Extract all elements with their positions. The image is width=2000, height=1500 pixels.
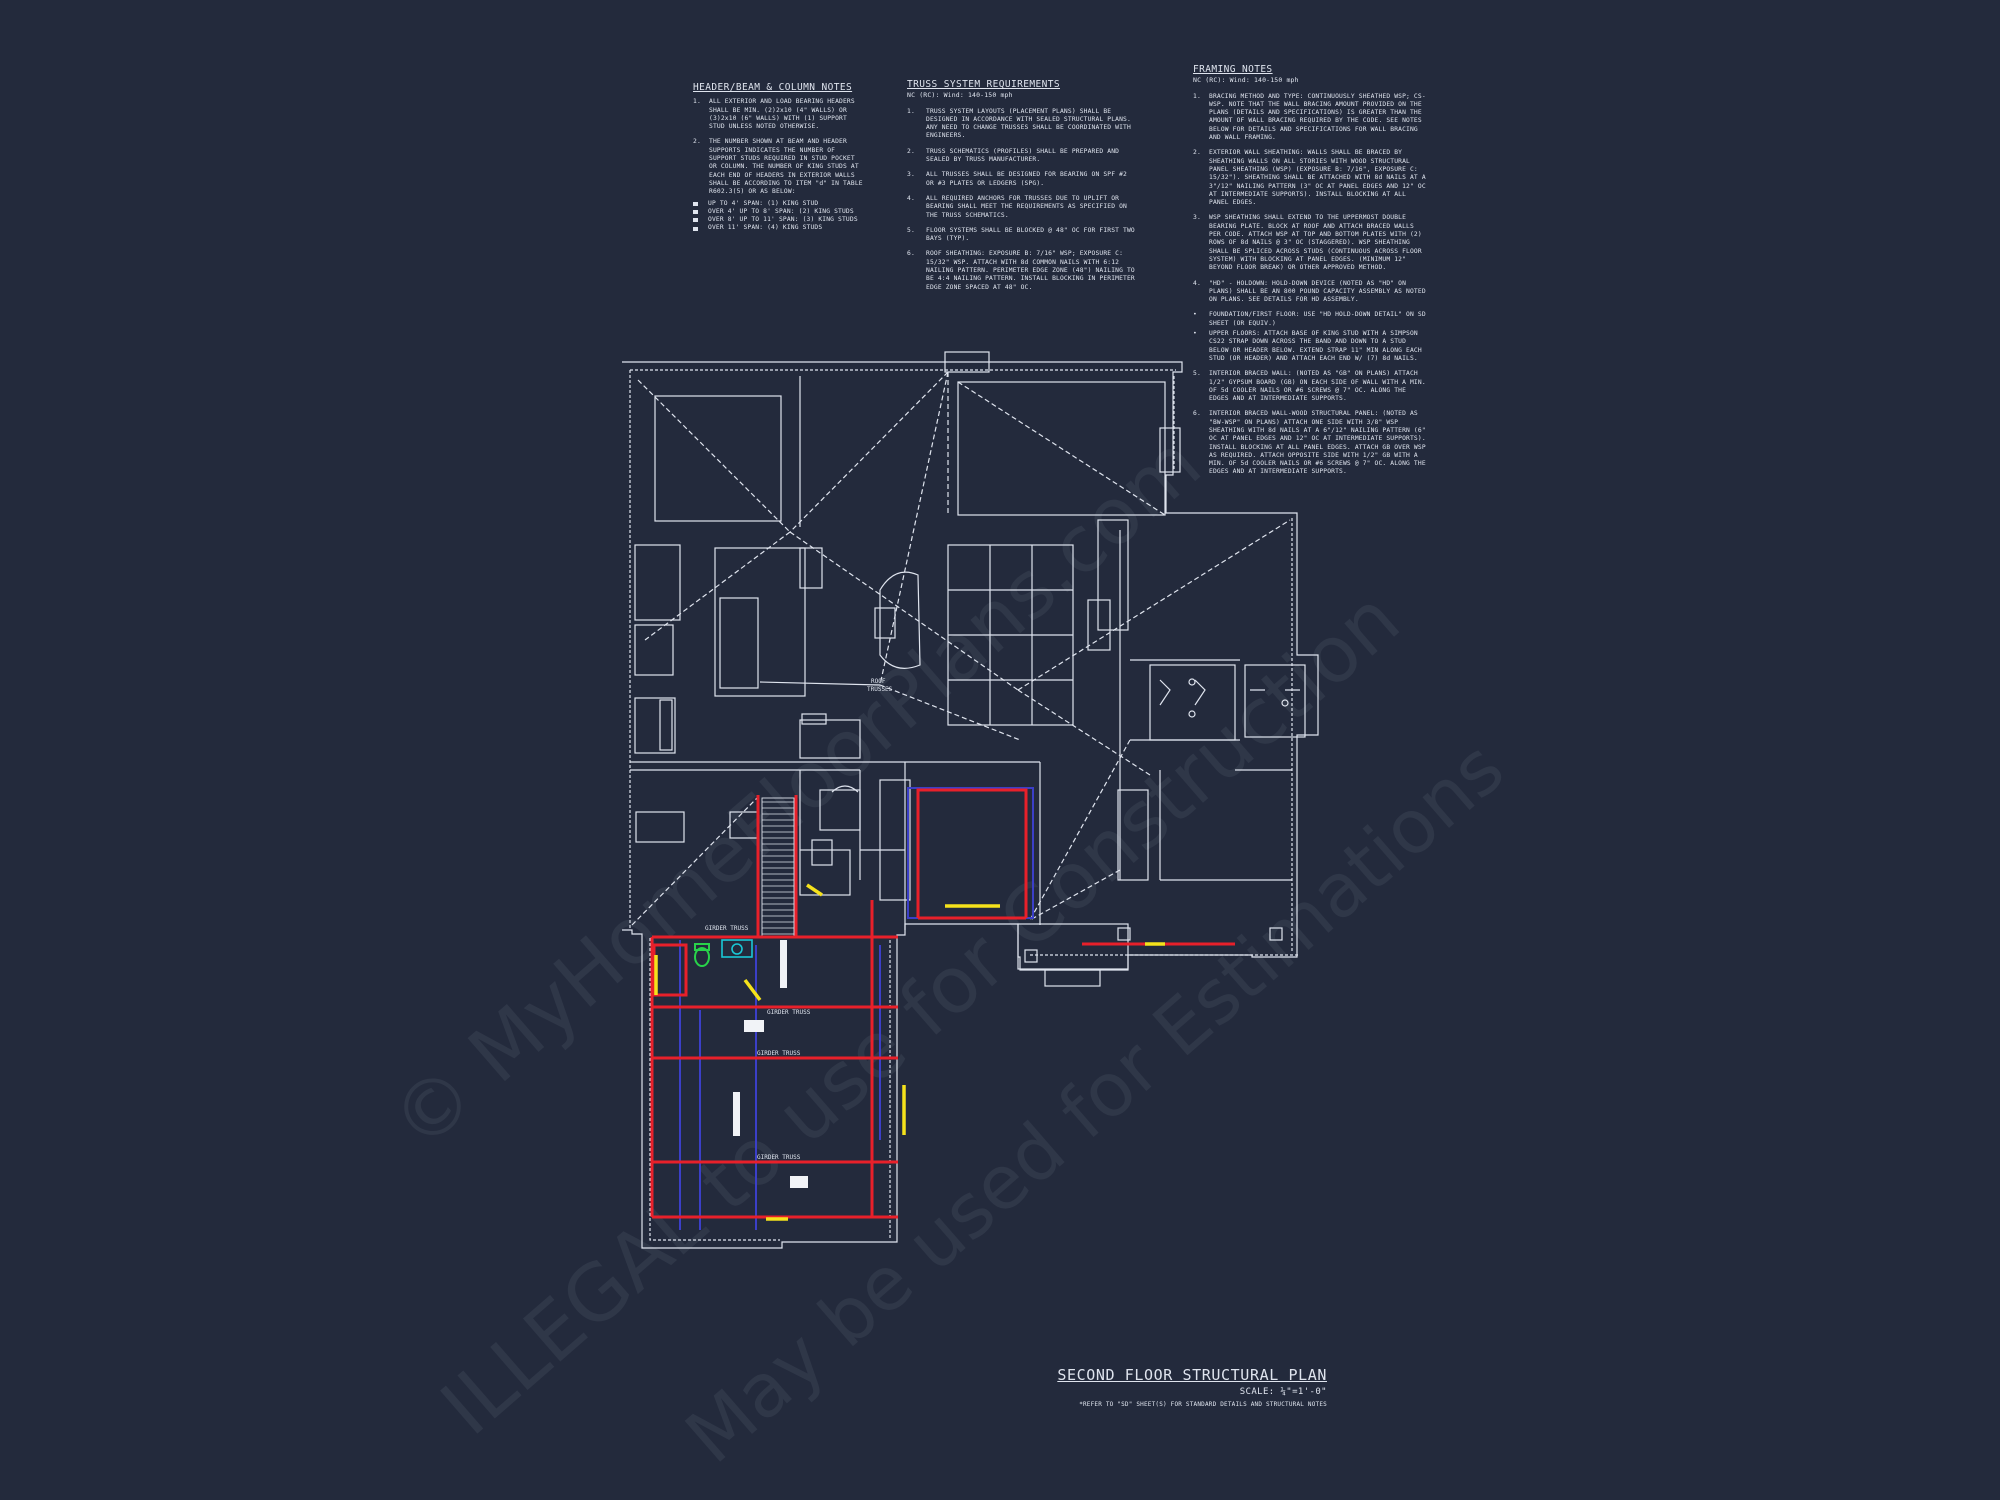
post-marker xyxy=(790,1176,808,1188)
framing-note: 5.INTERIOR BRACED WALL: (NOTED AS "GB" O… xyxy=(1193,370,1426,403)
chimney xyxy=(944,351,990,373)
framing-notes-title: FRAMING NOTES xyxy=(1193,64,1273,75)
framing-note: 6.INTERIOR BRACED WALL-WOOD STRUCTURAL P… xyxy=(1193,410,1426,476)
header-beam-note: 1.ALL EXTERIOR AND LOAD BEARING HEADERS … xyxy=(693,98,855,131)
plan-reference-note: *REFER TO "SD" SHEET(S) FOR STANDARD DET… xyxy=(1079,1401,1327,1408)
truss-notes: TRUSS SYSTEM REQUIREMENTS NC (RC): Wind:… xyxy=(907,79,1137,299)
roof-trusses-label: TRUSSES xyxy=(867,686,893,693)
king-stud-list: UP TO 4' SPAN: (1) KING STUD OVER 4' UP … xyxy=(693,200,863,233)
truss-note: 2.TRUSS SCHEMATICS (PROFILES) SHALL BE P… xyxy=(907,147,1120,164)
truss-note: 1.TRUSS SYSTEM LAYOUTS (PLACEMENT PLANS)… xyxy=(907,107,1131,140)
red-beam-frame xyxy=(916,788,1028,918)
truss-notes-title: TRUSS SYSTEM REQUIREMENTS xyxy=(907,79,1060,90)
framing-note: 2.EXTERIOR WALL SHEATHING: WALLS SHALL B… xyxy=(1193,149,1426,207)
truss-notes-subtitle: NC (RC): Wind: 140-150 mph xyxy=(907,91,1013,100)
truss-note: 6.ROOF SHEATHING: EXPOSURE B: 7/16" WSP;… xyxy=(907,250,1135,291)
framing-note: •UPPER FLOORS: ATTACH BASE OF KING STUD … xyxy=(1193,330,1422,362)
truss-note: 3.ALL TRUSSES SHALL BE DESIGNED FOR BEAR… xyxy=(907,171,1127,187)
plan-scale: SCALE: ¼"=1'-0" xyxy=(1239,1387,1327,1397)
king-stud-item: OVER 11' SPAN: (4) KING STUDS xyxy=(693,224,863,232)
post-marker xyxy=(744,1020,764,1032)
framing-note: 4."HD" - HOLDOWN: HOLD-DOWN DEVICE (NOTE… xyxy=(1193,279,1426,304)
framing-notes: FRAMING NOTES NC (RC): Wind: 140-150 mph… xyxy=(1193,64,1429,484)
toilet-fixture xyxy=(694,943,710,967)
header-beam-note: 2.THE NUMBER SHOWN AT BEAM AND HEADER SU… xyxy=(693,138,863,196)
girder-truss-label: GIRDER TRUSS xyxy=(705,925,749,932)
girder-truss-label: GIRDER TRUSS xyxy=(767,1009,811,1016)
turret xyxy=(879,571,921,669)
framing-note: •FOUNDATION/FIRST FLOOR: USE "HD HOLD-DO… xyxy=(1193,311,1426,327)
framing-note: 1.BRACING METHOD AND TYPE: CONTINUOUSLY … xyxy=(1193,92,1426,142)
king-stud-item: UP TO 4' SPAN: (1) KING STUD xyxy=(693,200,863,208)
post-marker xyxy=(733,1092,740,1136)
post-marker xyxy=(780,940,787,988)
front-porch xyxy=(1017,923,1129,970)
roof-trusses-label: ROOF xyxy=(871,678,886,685)
girder-truss-label: GIRDER TRUSS xyxy=(757,1154,801,1161)
room-upper-left xyxy=(654,395,782,522)
girder-truss-label: GIRDER TRUSS xyxy=(757,1050,801,1057)
framing-notes-subtitle: NC (RC): Wind: 140-150 mph xyxy=(1193,76,1299,85)
holdown-marker xyxy=(743,978,762,1002)
header-beam-notes-title: HEADER/BEAM & COLUMN NOTES xyxy=(693,82,853,93)
exterior-wall xyxy=(622,361,1319,1249)
blue-beam-frame xyxy=(907,787,1034,919)
plan-title: SECOND FLOOR STRUCTURAL PLAN xyxy=(1057,1366,1327,1384)
king-stud-item: OVER 8' UP TO 11' SPAN: (3) KING STUDS xyxy=(693,216,863,224)
king-stud-item: OVER 4' UP TO 8' SPAN: (2) KING STUDS xyxy=(693,208,863,216)
framing-note: 3.WSP SHEATHING SHALL EXTEND TO THE UPPE… xyxy=(1193,214,1422,272)
room-upper-right xyxy=(957,381,1166,516)
truss-note: 5.FLOOR SYSTEMS SHALL BE BLOCKED @ 48" O… xyxy=(907,226,1135,243)
truss-note: 4.ALL REQUIRED ANCHORS FOR TRUSSES DUE T… xyxy=(907,194,1127,219)
header-beam-notes: HEADER/BEAM & COLUMN NOTES 1.ALL EXTERIO… xyxy=(693,82,863,233)
sink-fixture xyxy=(721,939,753,958)
holdown-marker xyxy=(806,883,823,897)
title-block: SECOND FLOOR STRUCTURAL PLAN SCALE: ¼"=1… xyxy=(1057,1366,1327,1408)
